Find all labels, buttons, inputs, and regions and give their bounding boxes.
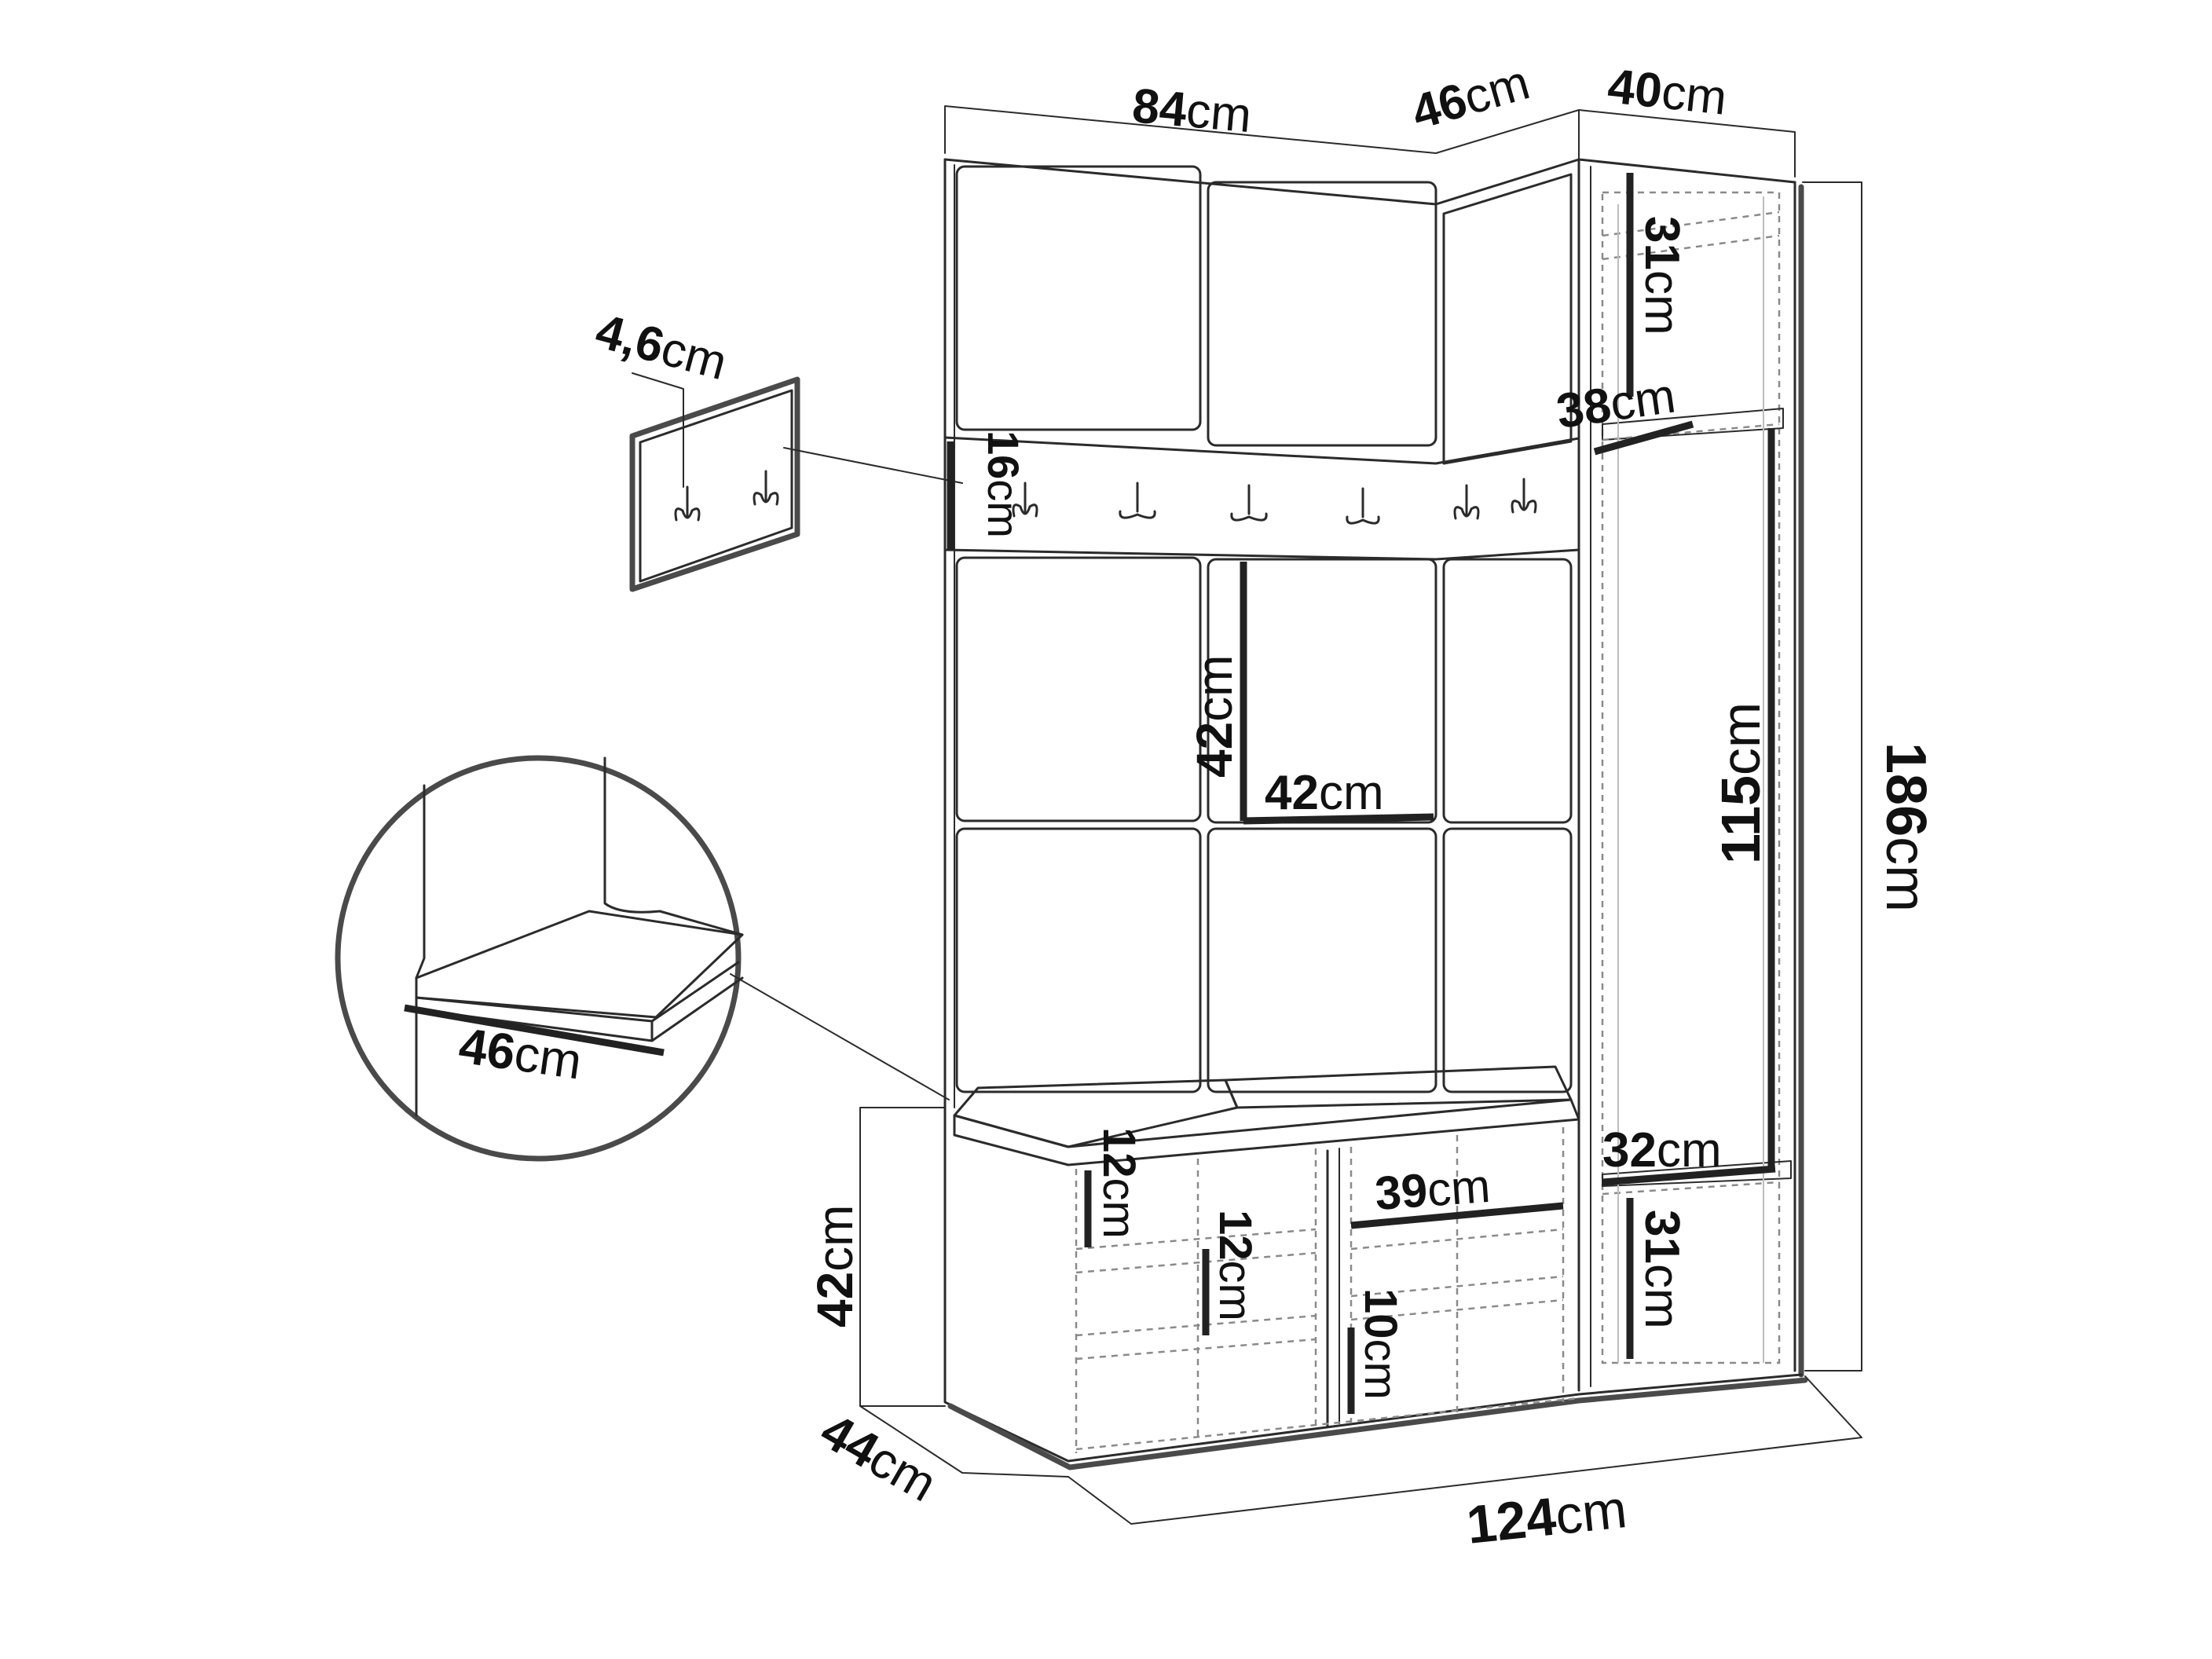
seat-depth-dimension-line [404, 1004, 665, 1057]
label-seat-depth: 46cm [456, 1017, 585, 1090]
label-bench-h1: 12cm [1093, 1127, 1144, 1239]
label-total-width: 124cm [1464, 1479, 1630, 1555]
hooks-row [1012, 478, 1537, 525]
coat-hook-icon [1346, 487, 1380, 525]
cabinet-outline [943, 158, 1808, 1470]
bench-compartments [1075, 1127, 1580, 1453]
coat-hook-icon [1511, 478, 1537, 514]
coat-hook-icon [1230, 484, 1268, 522]
label-bench-h2: 12cm [1210, 1210, 1261, 1321]
shelf-width-dimension-line [1593, 420, 1694, 456]
label-total-height: 186cm [1874, 742, 1937, 912]
label-panel-height: 42cm [1186, 655, 1243, 778]
label-lower-shelf: 32cm [1602, 1123, 1722, 1177]
label-top-corner: 46cm [1406, 55, 1536, 140]
bench-seat [953, 1065, 1580, 1166]
label-bottom-shelf: 31cm [1635, 1210, 1689, 1329]
coat-hook-icon [1119, 482, 1156, 519]
seat-detail [335, 755, 950, 1162]
label-bench-h3: 10cm [1355, 1288, 1406, 1400]
panel-width-dimension-line [1243, 813, 1434, 825]
lower-shelf-dimension-line [1602, 1165, 1776, 1186]
coat-hook-icon [1453, 484, 1480, 520]
label-wardrobe-height: 115cm [1710, 702, 1771, 864]
label-top-right: 40cm [1606, 59, 1730, 125]
label-bench-height: 42cm [807, 1205, 863, 1328]
label-bench-compartment: 39cm [1373, 1159, 1492, 1220]
bench-compartment-dimension-line [1350, 1202, 1564, 1229]
dimension-lines [859, 105, 1862, 1525]
label-top-width: 84cm [1130, 79, 1254, 143]
label-shelf-width: 38cm [1553, 368, 1679, 438]
label-hook-height: 16cm [979, 430, 1028, 538]
dimension-labels: 84cm 46cm 40cm 4,6cm 16cm 31cm 38cm 42cm… [456, 55, 1937, 1555]
label-hook-depth: 4,6cm [590, 304, 732, 390]
wall-panels [943, 165, 1580, 1093]
hook-detail [629, 372, 963, 592]
label-top-shelf: 31cm [1635, 216, 1689, 335]
coat-hook-icon [753, 470, 779, 506]
coat-hook-icon [1012, 482, 1038, 518]
coat-hook-icon [674, 485, 701, 522]
label-panel-width: 42cm [1265, 766, 1384, 820]
